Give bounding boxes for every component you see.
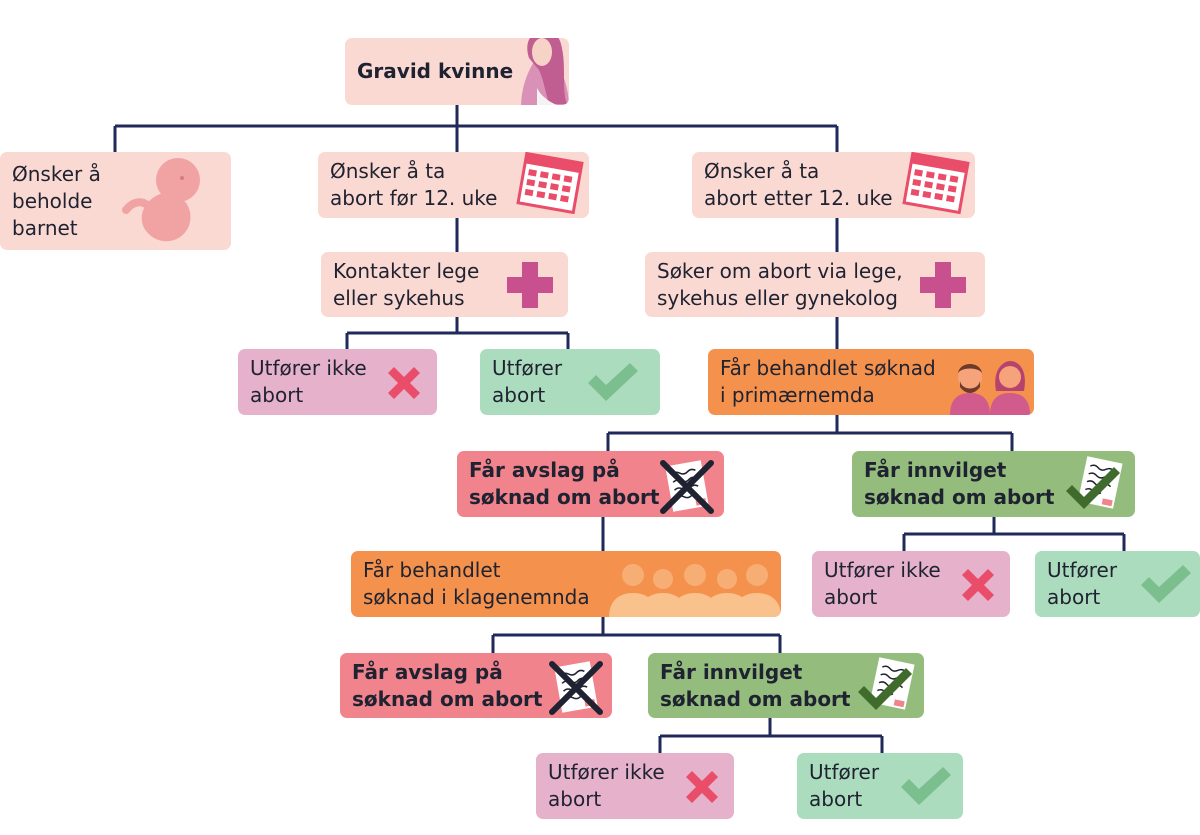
medical-cross-icon (507, 262, 553, 308)
node-text: eller sykehus (333, 285, 465, 310)
node-text: Får avslag på (352, 659, 503, 684)
node-text: Søker om abort via lege, (657, 258, 903, 283)
node-text: abort (250, 383, 304, 407)
woman-portrait-icon (521, 38, 569, 105)
connector-primary-decisions (606, 415, 1014, 451)
node-text: Utfører ikke (250, 356, 367, 380)
connector-contact-outcomes (345, 317, 570, 349)
node-text: Gravid kvinne (357, 59, 514, 83)
node-abort-etter-12: Ønsker å ta abort etter 12. uke (692, 152, 975, 218)
node-text: Får behandlet (363, 558, 501, 582)
approved-document-icon (1066, 456, 1123, 509)
calendar-icon (902, 152, 970, 214)
node-avslag-1: Får avslag på søknad om abort (457, 451, 724, 517)
node-text: abort (809, 787, 863, 811)
x-mark-icon (388, 367, 420, 399)
node-innvilget-2: Får innvilget søknad om abort (648, 653, 924, 718)
node-text: søknad om abort (469, 485, 660, 509)
node-text: abort (824, 585, 878, 609)
node-kontakter-lege: Kontakter lege eller sykehus (321, 252, 568, 317)
medical-cross-icon (920, 262, 966, 308)
node-primaernemda: Får behandlet søknad i primærnemda (708, 349, 1034, 415)
check-mark-icon (588, 363, 638, 401)
connector-root (113, 105, 839, 152)
node-text: Får innvilget (660, 659, 803, 684)
calendar-icon (516, 152, 584, 214)
check-mark-icon (901, 767, 951, 805)
node-text: søknad i klagenemnda (363, 585, 590, 609)
node-text: Ønsker å ta (330, 159, 446, 183)
five-people-icon (609, 564, 781, 617)
approved-document-icon (858, 657, 915, 710)
check-mark-icon (1141, 565, 1191, 603)
node-utforer-ikke-abort-3: Utfører ikke abort (536, 753, 734, 819)
rejected-document-icon (660, 460, 714, 514)
node-utforer-ikke-abort-2: Utfører ikke abort (812, 551, 1010, 617)
node-text: abort etter 12. uke (704, 186, 893, 210)
node-text: Får behandlet søknad (720, 356, 936, 380)
connector-grant2-outcomes (658, 718, 884, 753)
node-utforer-abort-2: Utfører abort (1035, 551, 1200, 617)
x-mark-icon (962, 569, 994, 601)
node-text: abort (548, 787, 602, 811)
node-soker-om-abort: Søker om abort via lege, sykehus eller g… (645, 252, 985, 317)
connector-grant1-outcomes (902, 517, 1126, 551)
node-text: søknad om abort (660, 686, 851, 711)
node-text: søknad om abort (864, 485, 1055, 509)
node-text: Får avslag på (469, 458, 620, 482)
node-text: sykehus eller gynekolog (657, 285, 898, 310)
node-text: søknad om abort (352, 686, 543, 711)
node-text: Utfører ikke (824, 558, 941, 582)
node-text: i primærnemda (720, 383, 875, 407)
node-klagenemnda: Får behandlet søknad i klagenemnda (351, 551, 781, 617)
rejected-document-icon (549, 661, 603, 715)
node-text: abort før 12. uke (330, 186, 498, 210)
node-text: Ønsker å (12, 161, 101, 186)
node-text: Utfører (492, 356, 563, 380)
node-avslag-2: Får avslag på søknad om abort (340, 653, 612, 718)
two-people-icon (950, 361, 1030, 415)
node-text: abort (492, 383, 546, 407)
node-abort-for-12: Ønsker å ta abort før 12. uke (318, 152, 589, 218)
node-gravid-kvinne: Gravid kvinne (345, 38, 569, 105)
node-text: abort (1047, 585, 1101, 609)
node-innvilget-1: Får innvilget søknad om abort (852, 451, 1135, 517)
node-text: beholde (12, 188, 93, 213)
node-text: Utfører (809, 760, 880, 784)
x-mark-icon (686, 771, 718, 803)
node-onsker-beholde: Ønsker å beholde barnet (0, 152, 231, 250)
node-utforer-abort-3: Utfører abort (797, 753, 963, 819)
node-text: Kontakter lege (333, 258, 480, 283)
node-text: barnet (12, 215, 78, 240)
node-utforer-abort-1: Utfører abort (480, 349, 660, 415)
node-text: Utfører ikke (548, 760, 665, 784)
node-utforer-ikke-abort-1: Utfører ikke abort (238, 349, 437, 415)
node-text: Utfører (1047, 558, 1118, 582)
connector-appeal-decisions (491, 617, 782, 653)
fetus-icon (122, 158, 200, 242)
node-text: Får innvilget (864, 458, 1007, 482)
node-text: Ønsker å ta (704, 159, 820, 183)
